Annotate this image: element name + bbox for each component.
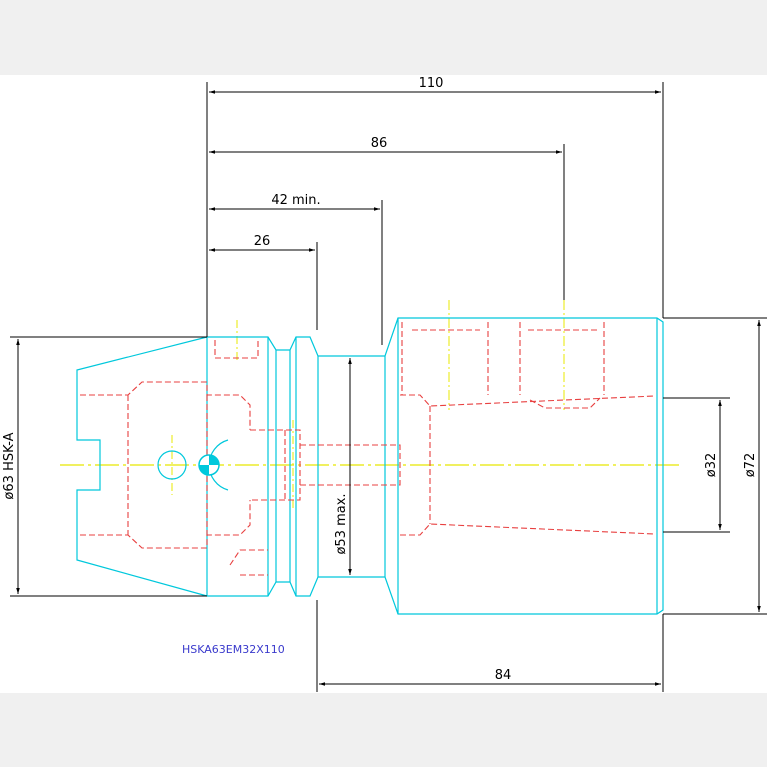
dim-min-clamp: 42 min. xyxy=(271,193,320,208)
dim-overall-length: 110 xyxy=(419,76,444,91)
dim-length-84: 84 xyxy=(495,668,512,683)
origin-marker xyxy=(198,454,220,476)
part-number: HSKA63EM32X110 xyxy=(182,643,285,656)
dimension-lines xyxy=(10,82,767,692)
dim-body-diameter: ø72 xyxy=(743,453,758,478)
dim-bore-diameter: ø32 xyxy=(704,453,719,478)
dim-length-86: 86 xyxy=(371,136,388,151)
part-outline xyxy=(76,317,664,615)
dim-length-26: 26 xyxy=(254,234,271,249)
dim-neck-diameter: ø53 max. xyxy=(334,493,349,554)
hidden-lines xyxy=(80,322,656,576)
dim-hsk-diameter: ø63 HSK-A xyxy=(2,432,17,499)
sheet xyxy=(0,75,767,693)
